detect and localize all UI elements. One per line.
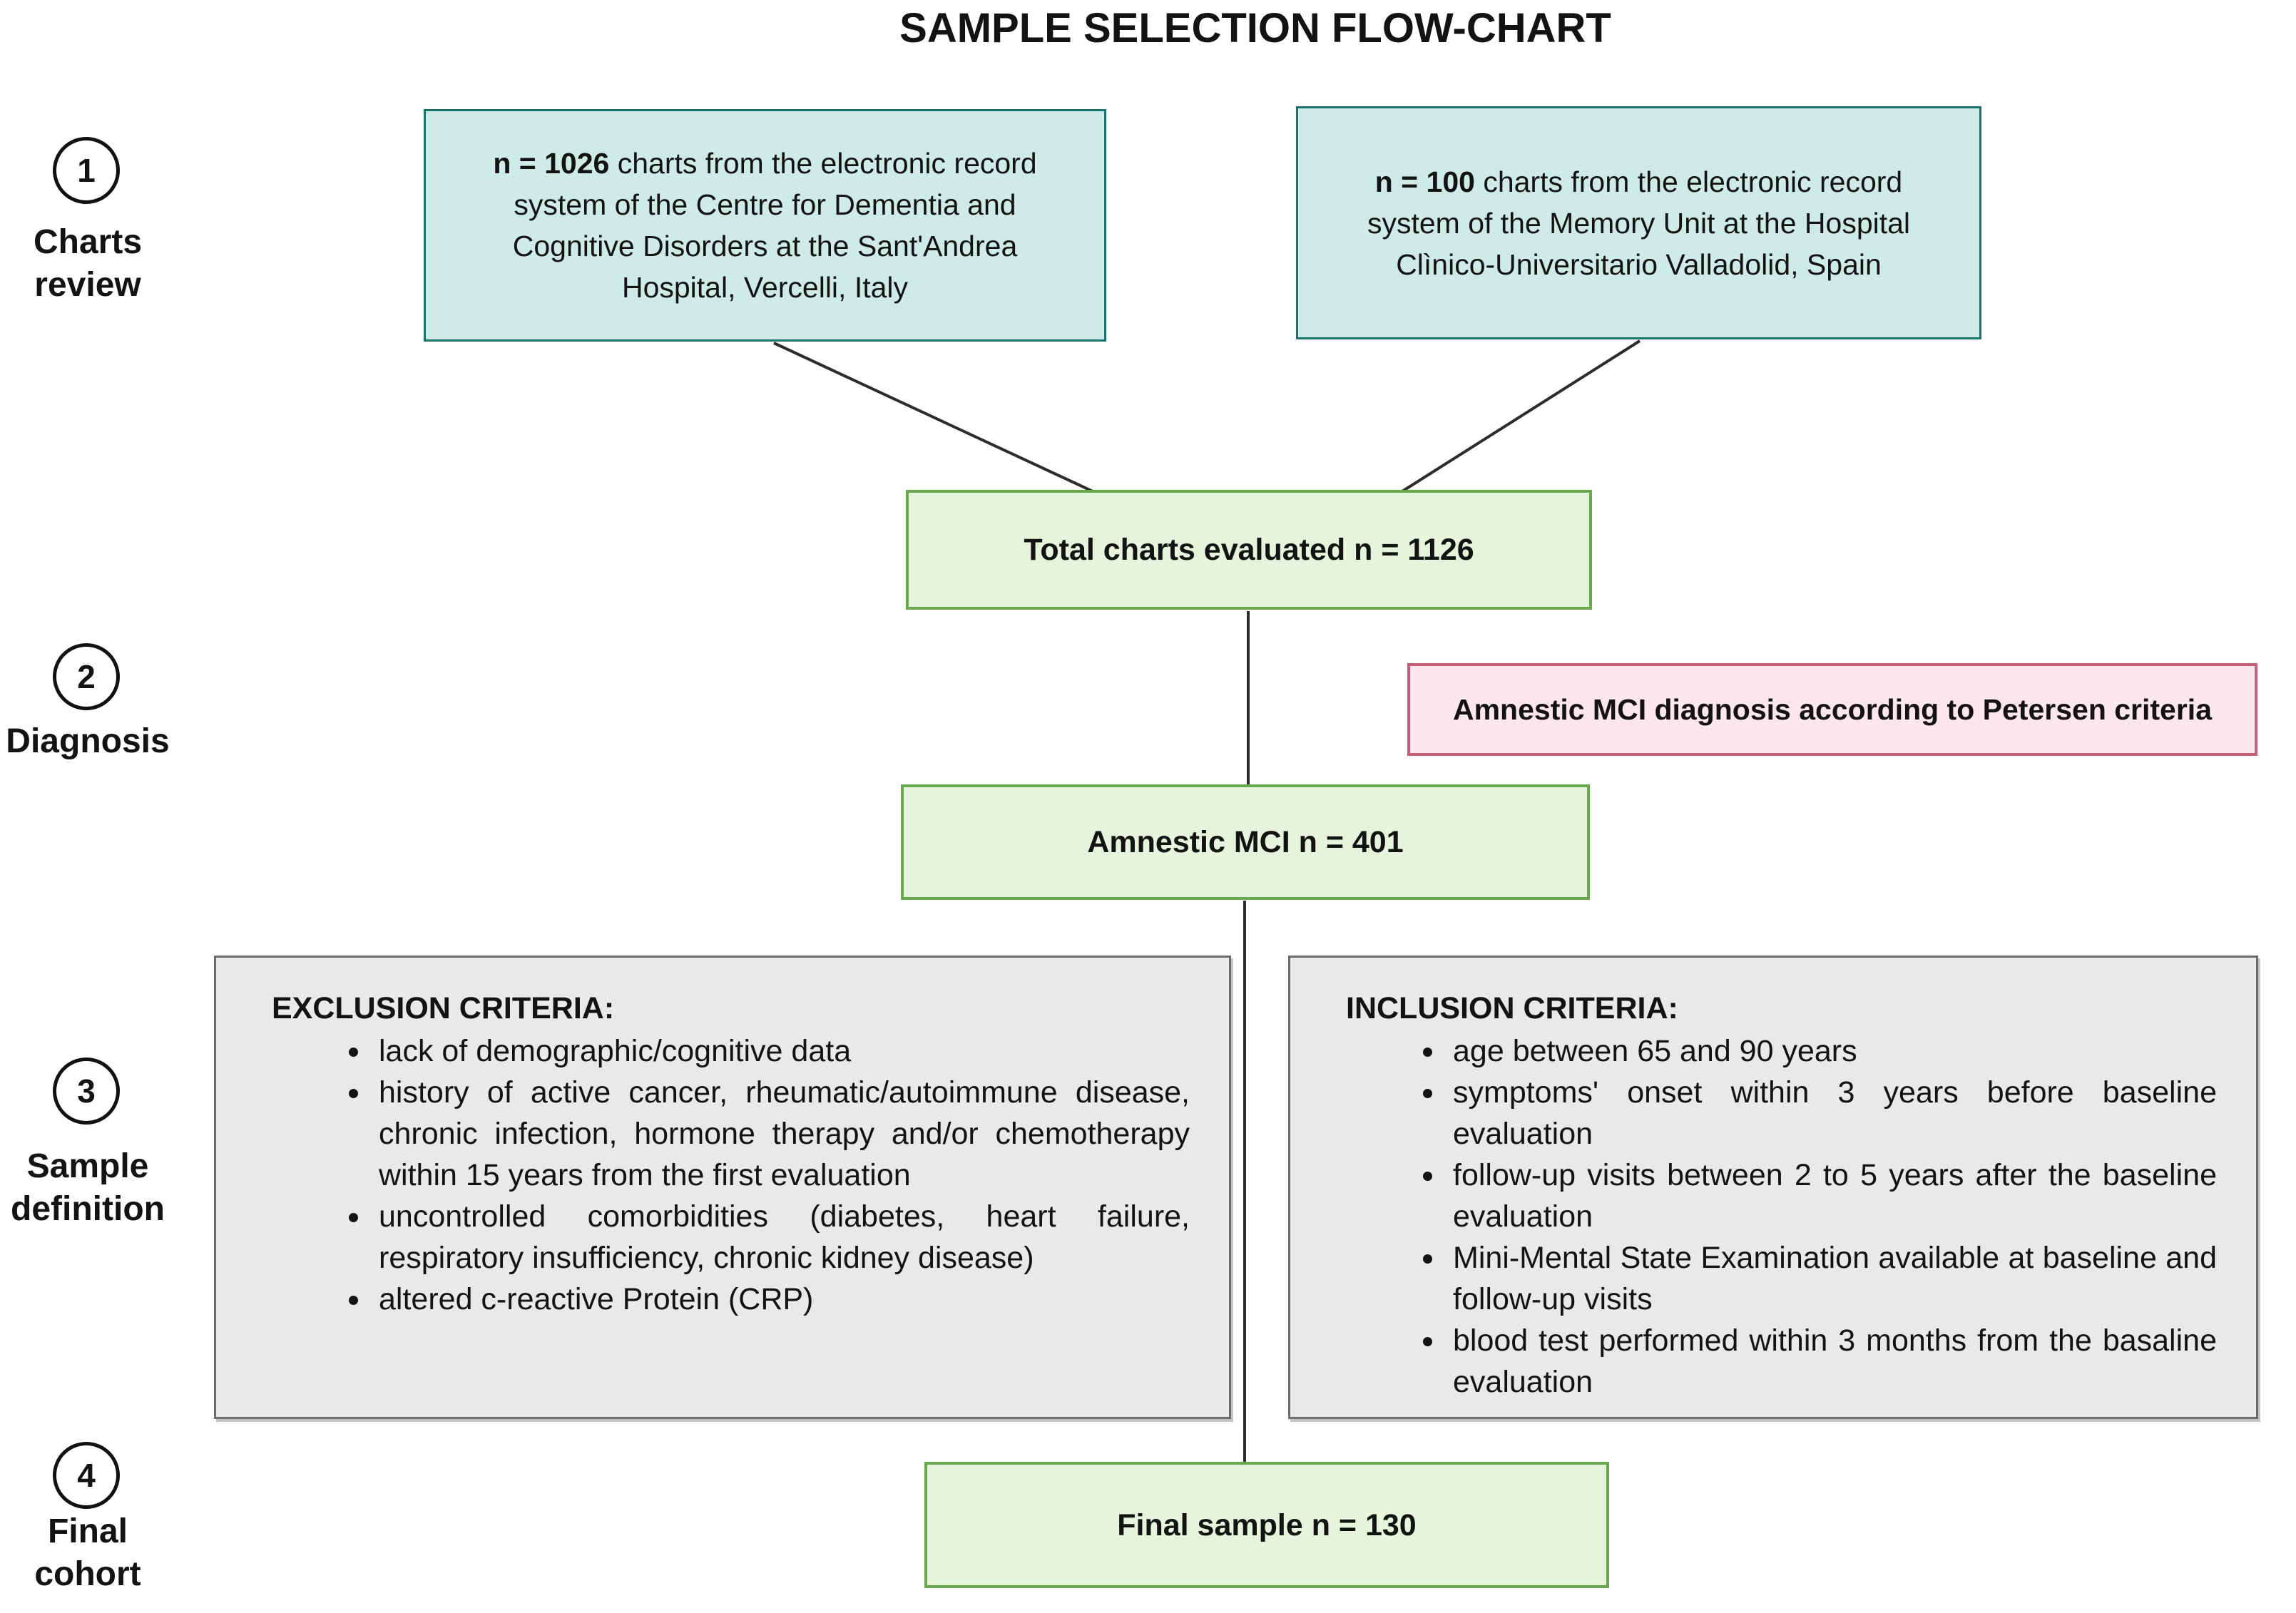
step-2-number: 2 [77, 658, 96, 695]
total-charts-box: Total charts evaluated n = 1126 [906, 490, 1592, 610]
step-2-label: Diagnosis [0, 720, 188, 763]
step-2-circle: 2 [53, 643, 120, 710]
inclusion-criteria-heading: INCLUSION CRITERIA: [1346, 991, 1678, 1025]
diagnosis-criteria-text: Amnestic MCI diagnosis according to Pete… [1452, 693, 2213, 726]
step-2-label-line1: Diagnosis [6, 722, 170, 760]
step-3-label-line1: Sample [26, 1147, 149, 1185]
step-1-label-line1: Charts [33, 223, 143, 261]
step-3-label-line2: definition [11, 1190, 165, 1228]
connector-spain-to-total [1401, 339, 1641, 493]
step-4-label-line2: cohort [34, 1555, 141, 1593]
step-4-label-line1: Final [47, 1512, 128, 1550]
step-4-label: Final cohort [0, 1510, 188, 1596]
step-4-number: 4 [77, 1457, 96, 1494]
diagnosis-criteria-box: Amnestic MCI diagnosis according to Pete… [1407, 663, 2257, 756]
amnestic-mci-box: Amnestic MCI n = 401 [901, 784, 1590, 900]
step-1-circle: 1 [53, 137, 120, 204]
exclusion-criteria-heading: EXCLUSION CRITERIA: [272, 991, 615, 1025]
exclusion-item: history of active cancer, rheumatic/auto… [372, 1072, 1190, 1196]
inclusion-criteria-list: age between 65 and 90 years symptoms' on… [1346, 1030, 2217, 1403]
step-4-circle: 4 [53, 1442, 120, 1509]
step-3-number: 3 [77, 1072, 96, 1110]
exclusion-item: altered c-reactive Protein (CRP) [372, 1279, 1190, 1320]
exclusion-item: lack of demographic/cognitive data [372, 1030, 1190, 1072]
source-box-italy-text: n = 1026 charts from the electronic reco… [493, 147, 1037, 304]
inclusion-item: symptoms' onset within 3 years before ba… [1446, 1072, 2217, 1154]
inclusion-item: blood test performed within 3 months fro… [1446, 1320, 2217, 1403]
amnestic-mci-text: Amnestic MCI n = 401 [1087, 825, 1404, 859]
total-charts-text: Total charts evaluated n = 1126 [1024, 533, 1474, 567]
page-title: SAMPLE SELECTION FLOW-CHART [899, 5, 1611, 51]
exclusion-criteria-box: EXCLUSION CRITERIA: lack of demographic/… [214, 956, 1231, 1419]
inclusion-item: follow-up visits between 2 to 5 years af… [1446, 1154, 2217, 1237]
connector-italy-to-total [773, 342, 1093, 493]
exclusion-criteria-list: lack of demographic/cognitive data histo… [272, 1030, 1190, 1320]
final-sample-text: Final sample n = 130 [1117, 1507, 1417, 1542]
source-box-spain: n = 100 charts from the electronic recor… [1296, 106, 1981, 339]
source-box-italy: n = 1026 charts from the electronic reco… [424, 109, 1106, 342]
source-box-spain-n: n = 100 [1374, 165, 1475, 198]
step-1-number: 1 [77, 152, 96, 189]
step-1-label-line2: review [34, 266, 141, 304]
final-sample-box: Final sample n = 130 [924, 1462, 1609, 1588]
step-1-label: Charts review [0, 221, 188, 307]
inclusion-item: age between 65 and 90 years [1446, 1030, 2217, 1072]
step-3-label: Sample definition [0, 1145, 188, 1231]
source-box-italy-n: n = 1026 [493, 147, 610, 180]
step-3-circle: 3 [53, 1058, 120, 1125]
source-box-spain-text: n = 100 charts from the electronic recor… [1367, 165, 1911, 281]
inclusion-criteria-box: INCLUSION CRITERIA: age between 65 and 9… [1288, 956, 2258, 1419]
exclusion-item: uncontrolled comorbidities (diabetes, he… [372, 1196, 1190, 1279]
inclusion-item: Mini-Mental State Examination available … [1446, 1237, 2217, 1320]
